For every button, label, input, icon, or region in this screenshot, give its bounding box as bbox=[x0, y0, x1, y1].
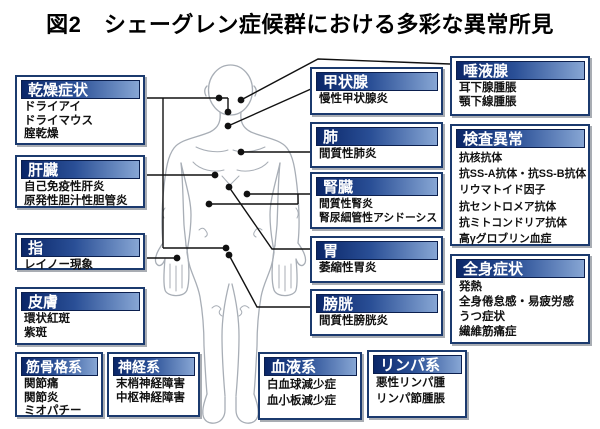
panel-item: 末梢神経障害 bbox=[116, 378, 185, 390]
panel-item: 紫斑 bbox=[24, 326, 47, 339]
panel-kidney: 腎臓 間質性腎炎 腎尿細管性アシドーシス bbox=[310, 172, 443, 229]
panel-header: 神経系 bbox=[113, 357, 195, 376]
panel-item: リウマトイド因子 bbox=[459, 184, 546, 197]
connector-lines bbox=[145, 58, 451, 308]
panel-header: 甲状腺 bbox=[316, 72, 438, 91]
panel-header: 全身症状 bbox=[456, 259, 585, 278]
panel-item: 環状紅斑 bbox=[24, 313, 70, 325]
panel-header: 皮膚 bbox=[21, 292, 140, 311]
panel-item: ドライマウス bbox=[24, 114, 93, 127]
panel-item: 慢性甲状腺炎 bbox=[319, 93, 388, 105]
panel-skin: 皮膚 環状紅斑 紫斑 bbox=[15, 287, 145, 345]
panel-item: ミオパチー bbox=[24, 405, 82, 417]
panel-item: 抗ミトコンドリア抗体 bbox=[459, 216, 567, 229]
panel-item: 繊維筋痛症 bbox=[459, 326, 517, 338]
panel-item: 腟乾燥 bbox=[24, 128, 59, 140]
panel-thyroid: 甲状腺 慢性甲状腺炎 bbox=[310, 67, 443, 115]
panel-item: 耳下腺腫脹 bbox=[459, 82, 517, 94]
panel-item: 間質性膀胱炎 bbox=[319, 315, 388, 327]
panel-item: 血小板減少症 bbox=[267, 394, 336, 407]
panel-item: 原発性胆汁性胆管炎 bbox=[24, 194, 128, 207]
panel-item: 高γグロブリン血症 bbox=[459, 233, 552, 246]
panel-item: 関節炎 bbox=[24, 391, 59, 404]
panel-item: 中枢神経障害 bbox=[116, 391, 185, 404]
body-outline bbox=[154, 64, 307, 424]
panel-dry-symptoms: 乾燥症状 ドライアイ ドライマウス 腟乾燥 bbox=[15, 75, 145, 145]
panel-header: 胃 bbox=[316, 241, 438, 260]
panel-nervous-system: 神経系 末梢神経障害 中枢神経障害 bbox=[107, 352, 200, 417]
panel-item: 顎下線腫脹 bbox=[459, 95, 517, 108]
panel-header: 指 bbox=[21, 238, 140, 257]
panel-header: 肺 bbox=[316, 127, 438, 146]
panel-salivary-glands: 唾液腺 耳下腺腫脹 顎下線腫脹 bbox=[450, 56, 590, 116]
panel-item: 抗SS-A抗体・抗SS-B抗体 bbox=[459, 168, 587, 181]
panel-lab-abnormalities: 検査異常 抗核抗体 抗SS-A抗体・抗SS-B抗体 リウマトイド因子 抗セントロ… bbox=[450, 124, 590, 246]
panel-item: 関節痛 bbox=[24, 378, 59, 390]
panel-item: 白血球減少症 bbox=[267, 379, 336, 391]
panel-item: 悪性リンパ腫 bbox=[376, 377, 445, 389]
panel-item: 腎尿細管性アシドーシス bbox=[319, 211, 438, 224]
panel-item: 発熱 bbox=[459, 281, 482, 293]
panel-item: 間質性腎炎 bbox=[319, 198, 373, 210]
panel-musculoskeletal: 筋骨格系 関節痛 関節炎 ミオパチー bbox=[15, 352, 103, 417]
panel-item: うつ症状 bbox=[459, 311, 505, 323]
marker-dots bbox=[173, 94, 251, 262]
panel-header: 膀胱 bbox=[316, 294, 438, 313]
panel-item: 抗セントロメア抗体 bbox=[459, 200, 557, 213]
panel-header: 血液系 bbox=[264, 357, 357, 376]
panel-blood-system: 血液系 白血球減少症 血小板減少症 bbox=[258, 352, 362, 420]
panel-item: リンパ節腫脹 bbox=[376, 392, 445, 405]
panel-item: 抗核抗体 bbox=[459, 152, 503, 164]
panel-bladder: 膀胱 間質性膀胱炎 bbox=[310, 289, 443, 336]
panel-header: 唾液腺 bbox=[456, 61, 585, 80]
panel-item: 間質性肺炎 bbox=[319, 148, 377, 160]
panel-liver: 肝臓 自己免疫性肝炎 原発性胆汁性胆管炎 bbox=[15, 155, 145, 208]
panel-header: 乾燥症状 bbox=[21, 80, 140, 99]
panel-lung: 肺 間質性肺炎 bbox=[310, 122, 443, 168]
figure-title: 図2 シェーグレン症候群における多彩な異常所見 bbox=[46, 12, 554, 37]
panel-item: レイノー現象 bbox=[24, 259, 93, 271]
panel-stomach: 胃 萎縮性胃炎 bbox=[310, 236, 443, 283]
panel-header: 筋骨格系 bbox=[21, 357, 98, 376]
panel-header: 検査異常 bbox=[456, 129, 585, 148]
panel-item: 全身倦怠感・易疲労感 bbox=[459, 296, 574, 308]
panel-header: 肝臓 bbox=[21, 160, 140, 179]
panel-item: 自己免疫性肝炎 bbox=[24, 181, 105, 193]
panel-header: 腎臓 bbox=[316, 177, 438, 196]
panel-header: リンパ系 bbox=[373, 355, 462, 374]
panel-item: 萎縮性胃炎 bbox=[319, 262, 377, 274]
panel-systemic-symptoms: 全身症状 発熱 全身倦怠感・易疲労感 うつ症状 繊維筋痛症 bbox=[450, 254, 590, 344]
panel-item: ドライアイ bbox=[24, 101, 81, 113]
panel-lymphatic-system: リンパ系 悪性リンパ腫 リンパ節腫脹 bbox=[367, 350, 467, 418]
panel-finger: 指 レイノー現象 bbox=[15, 233, 145, 271]
